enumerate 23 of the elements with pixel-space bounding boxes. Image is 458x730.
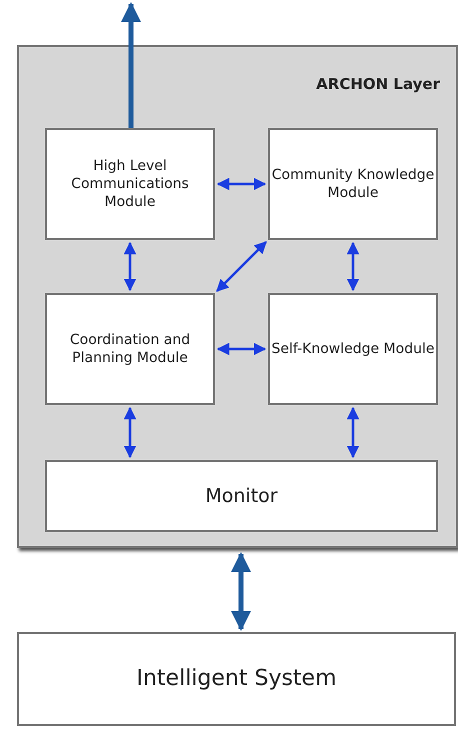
module-box (45, 460, 438, 532)
double-arrow (124, 242, 136, 292)
module-box (45, 128, 215, 240)
thick-arrow (231, 552, 251, 631)
module-label: Monitor (205, 484, 278, 508)
double-arrow (124, 406, 136, 458)
double-arrow (346, 406, 360, 458)
module-label: Self-Knowledge Module (272, 340, 434, 358)
module-box (268, 293, 438, 405)
thick-arrow (121, 2, 141, 128)
double-arrow (216, 241, 267, 292)
layer-panel (17, 45, 458, 548)
module-label: Intelligent System (136, 664, 337, 693)
module-box (17, 632, 456, 726)
double-arrow (216, 342, 266, 356)
panel-heading: ARCHON Layer (316, 75, 440, 93)
module-box (268, 128, 438, 240)
module-box (45, 293, 215, 405)
module-label: Coordination and Planning Module (68, 330, 192, 368)
module-label: High Level Communications Module (70, 156, 190, 212)
double-arrow (346, 242, 360, 292)
module-label: Community Knowledge Module (270, 166, 436, 202)
double-arrow (216, 178, 266, 190)
